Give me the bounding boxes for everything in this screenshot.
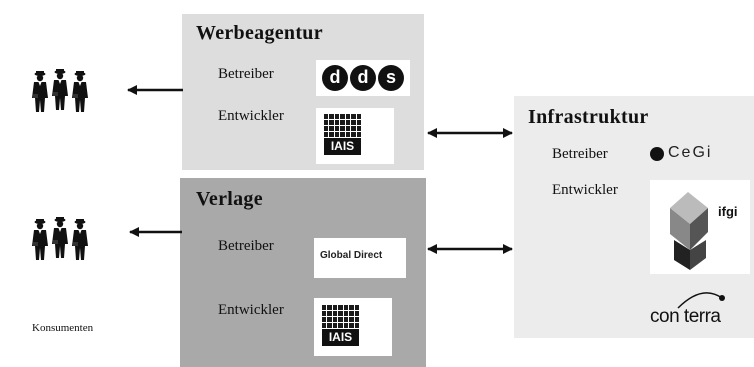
con-terra-arc-icon [677,292,725,309]
werbeagentur-box: Werbeagentur Betreiber Entwickler d d s … [182,14,424,170]
iais-logo-text: IAIS [322,329,359,346]
con-terra-logo: con terra [644,286,748,330]
global-direct-logo: Global Direct [314,238,406,278]
verlage-title: Verlage [196,188,263,210]
ifgi-logo-text: ifgi [718,204,738,219]
cegi-logo-text: CeGi [668,144,713,161]
iais-logo-verlage: IAIS [314,298,392,356]
con-terra-logo-text: con terra [650,306,721,327]
iais-logo-text: IAIS [324,138,361,155]
infrastruktur-title: Infrastruktur [528,106,649,128]
verlage-box: Verlage Betreiber Entwickler Global Dire… [180,178,426,367]
iais-logo-werbe: IAIS [316,108,394,164]
infrastruktur-betreiber-label: Betreiber [552,146,608,162]
verlage-entwickler-label: Entwickler [218,302,284,318]
ifgi-logo: ifgi [650,180,750,274]
verlage-betreiber-label: Betreiber [218,238,274,254]
dds-logo-text-3: s [385,67,396,87]
werbeagentur-title: Werbeagentur [196,22,323,44]
cegi-logo: CeGi [650,144,750,172]
dds-logo-text-2: d [357,67,369,87]
ifgi-cube-icon [670,192,708,270]
konsumenten-label: Konsumenten [32,322,94,334]
dds-logo: d d s [316,60,410,96]
infrastruktur-entwickler-label: Entwickler [552,182,618,198]
dds-logo-text: d [329,67,341,87]
infrastruktur-box: Infrastruktur Betreiber Entwickler CeGi … [514,96,754,338]
werbeagentur-entwickler-label: Entwickler [218,108,284,124]
werbeagentur-betreiber-label: Betreiber [218,66,274,82]
global-direct-logo-text: Global Direct [320,250,383,261]
